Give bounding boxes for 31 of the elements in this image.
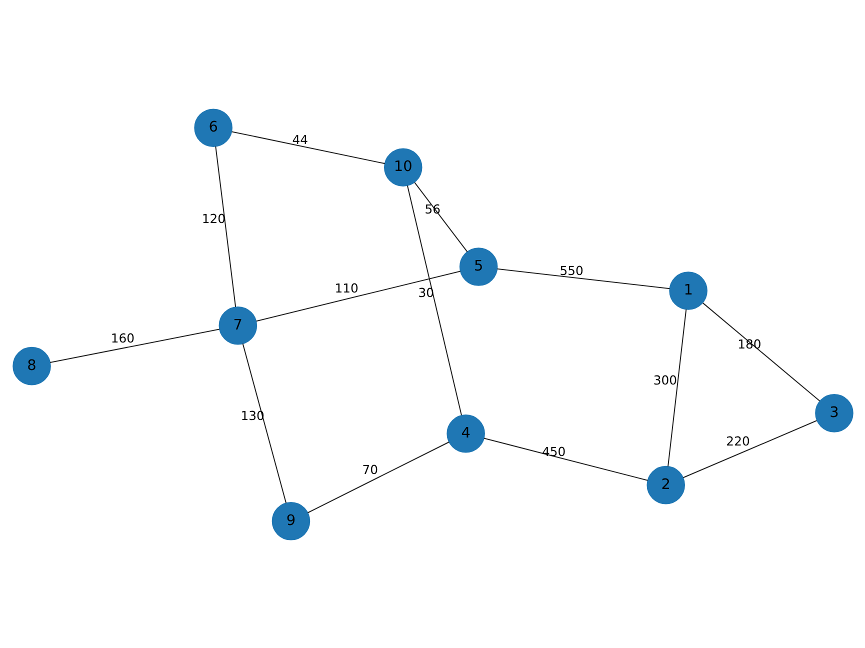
connector (49, 328, 219, 362)
edge-label: 70 (362, 461, 378, 476)
connector (682, 420, 816, 478)
connector (667, 308, 686, 466)
connector (256, 270, 460, 322)
connector (307, 441, 449, 513)
connector (231, 130, 384, 164)
node-circle: 10 (383, 148, 422, 186)
node-circle: 2 (646, 465, 685, 504)
edge-label: 160 (110, 330, 134, 345)
node-circle: 6 (194, 108, 232, 146)
edge-label: 110 (334, 280, 358, 296)
connector (702, 302, 820, 401)
node-circle: 1 (668, 271, 707, 310)
node-circle: 4 (446, 414, 484, 452)
node-circle: 9 (271, 502, 310, 540)
connector (406, 185, 462, 415)
edge-label: 450 (542, 443, 566, 458)
edge-label: 220 (726, 433, 750, 448)
connector (242, 343, 286, 503)
node-circle: 7 (218, 306, 257, 344)
node-circle: 3 (814, 394, 853, 432)
connector (483, 437, 648, 480)
connector (214, 146, 236, 306)
edge-label: 550 (559, 262, 583, 278)
connector (496, 268, 670, 289)
edge-label: 300 (652, 372, 677, 387)
node-circle: 8 (12, 346, 50, 385)
edge-label: 44 (292, 132, 308, 147)
node-circle: 5 (458, 247, 498, 286)
connector (414, 182, 468, 252)
